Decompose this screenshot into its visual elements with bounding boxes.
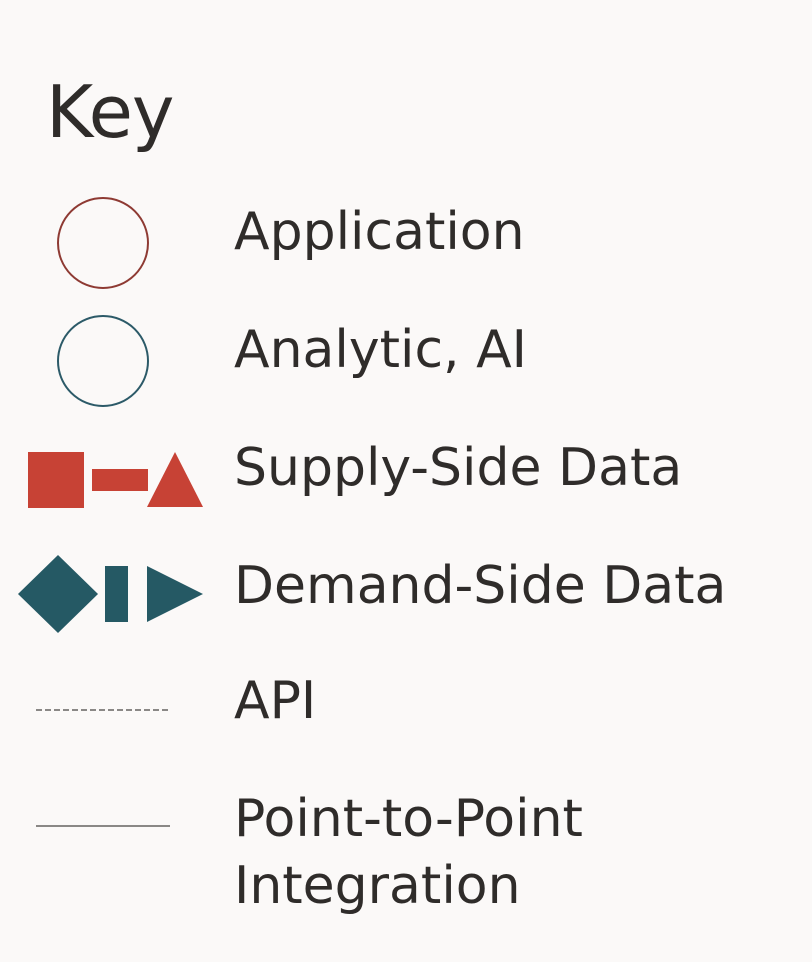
demand-bar-icon (105, 566, 128, 622)
api-dashed-line-icon (36, 709, 170, 711)
supply-square-icon (28, 452, 84, 508)
api-label: API (234, 671, 317, 731)
demand-play-icon (147, 566, 203, 622)
point-to-point-solid-line-icon (36, 825, 170, 827)
supply-side-data-label: Supply-Side Data (234, 438, 683, 498)
point-to-point-label-line1: Point-to-Point (234, 789, 583, 849)
supply-side-data-icon (28, 452, 203, 508)
supply-rectangle-icon (92, 469, 148, 491)
application-label: Application (234, 202, 525, 262)
demand-side-data-label: Demand-Side Data (234, 556, 727, 616)
demand-diamond-icon (18, 555, 98, 633)
point-to-point-label-line2: Integration (234, 856, 521, 916)
key-title: Key (46, 70, 175, 154)
supply-triangle-icon (147, 452, 203, 507)
demand-side-data-icon (18, 555, 203, 633)
analytic-ai-circle-icon (57, 315, 149, 407)
application-circle-icon (57, 197, 149, 289)
analytic-ai-circle-shape (57, 315, 149, 407)
application-circle-shape (57, 197, 149, 289)
analytic-ai-label: Analytic, AI (234, 320, 528, 380)
